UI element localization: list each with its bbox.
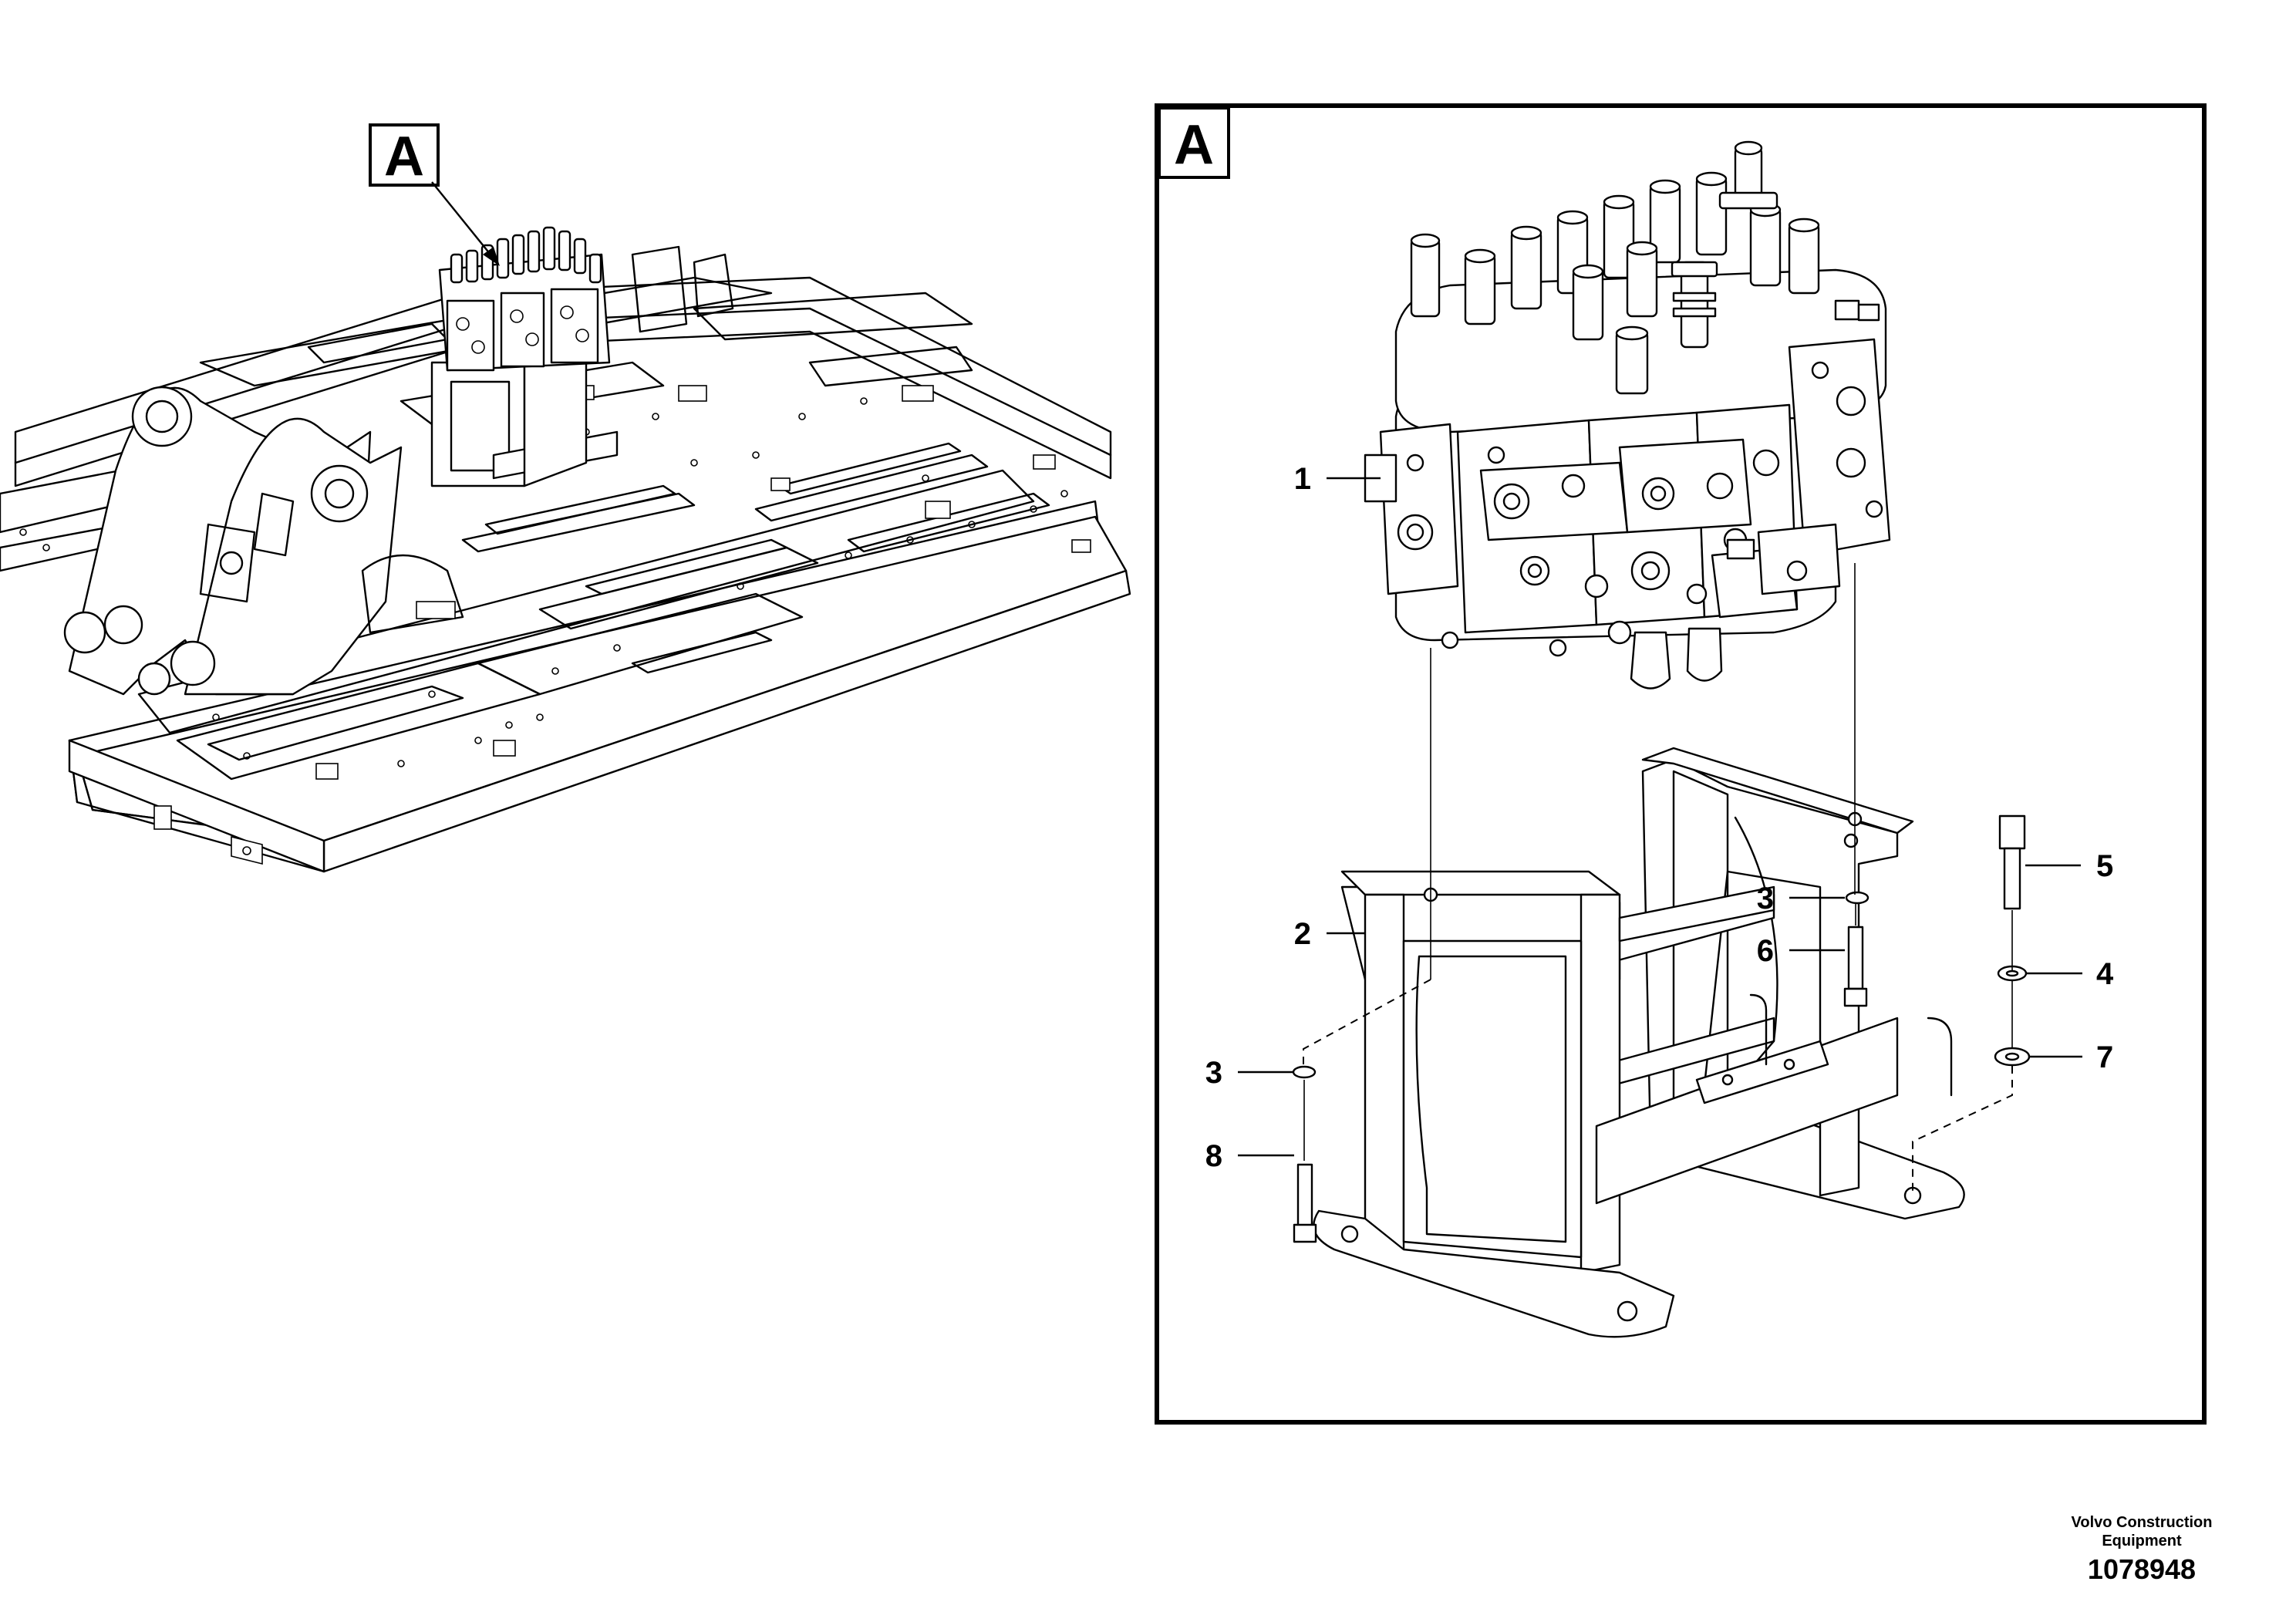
svg-text:5: 5 [2096,849,2113,883]
callout-part-7: 7 [2030,1040,2113,1074]
overview-holes [19,397,1068,767]
document-number: 1078948 [2087,1553,2197,1585]
detail-view-label-box [1158,106,1230,179]
fastener-illustrations [1292,814,2031,1243]
callout-part-3-left: 3 [1205,1056,1293,1090]
svg-text:7: 7 [2096,1040,2113,1074]
overview-control-valve [430,226,619,487]
footer-brand-block: Volvo Construction Equipment 1078948 [1988,1512,2296,1604]
callout-part-2: 2 [1294,917,1365,951]
overview-callout: A [369,123,500,266]
brand-name: Volvo Construction [2071,1514,2213,1531]
overview-callout-label: A [384,126,424,187]
detail-view: A [1155,103,2207,1425]
washer-3-right [1845,891,1870,905]
control-valve-illustration [1364,140,1891,690]
washer-7 [1994,1047,2031,1067]
callout-part-5: 5 [2025,849,2113,883]
brand-name-line2: Equipment [2102,1533,2182,1549]
part-callouts: 1 2 3 3 4 5 6 [1205,462,2114,1173]
bolt-5 [1998,814,2026,910]
washer-3-left [1292,1065,1317,1079]
valve-spool-caps [1410,140,1820,395]
overview-callout-box [369,123,440,187]
callout-part-8: 8 [1205,1139,1294,1173]
callout-part-4: 4 [2027,957,2114,991]
svg-text:6: 6 [1757,934,1774,968]
valve-ports [1441,446,1808,657]
assembly-lines [1303,563,2013,1192]
mounting-stand-illustration [1313,747,1965,1338]
bolt-6 [1843,926,1868,1007]
callout-part-3-right: 3 [1757,882,1845,916]
svg-text:3: 3 [1757,882,1774,916]
overview-callout-arrowhead [483,247,500,266]
svg-text:3: 3 [1205,1056,1222,1090]
overview-frame-drawing [0,245,1131,873]
callout-part-6: 6 [1757,934,1845,968]
svg-text:4: 4 [2096,957,2114,991]
callout-part-1: 1 [1294,462,1381,496]
svg-text:2: 2 [1294,917,1311,951]
detail-frame [1155,103,2207,1425]
detail-view-label: A [1174,114,1214,176]
svg-text:1: 1 [1294,462,1311,496]
bolt-8 [1293,1163,1317,1243]
svg-text:8: 8 [1205,1139,1222,1173]
